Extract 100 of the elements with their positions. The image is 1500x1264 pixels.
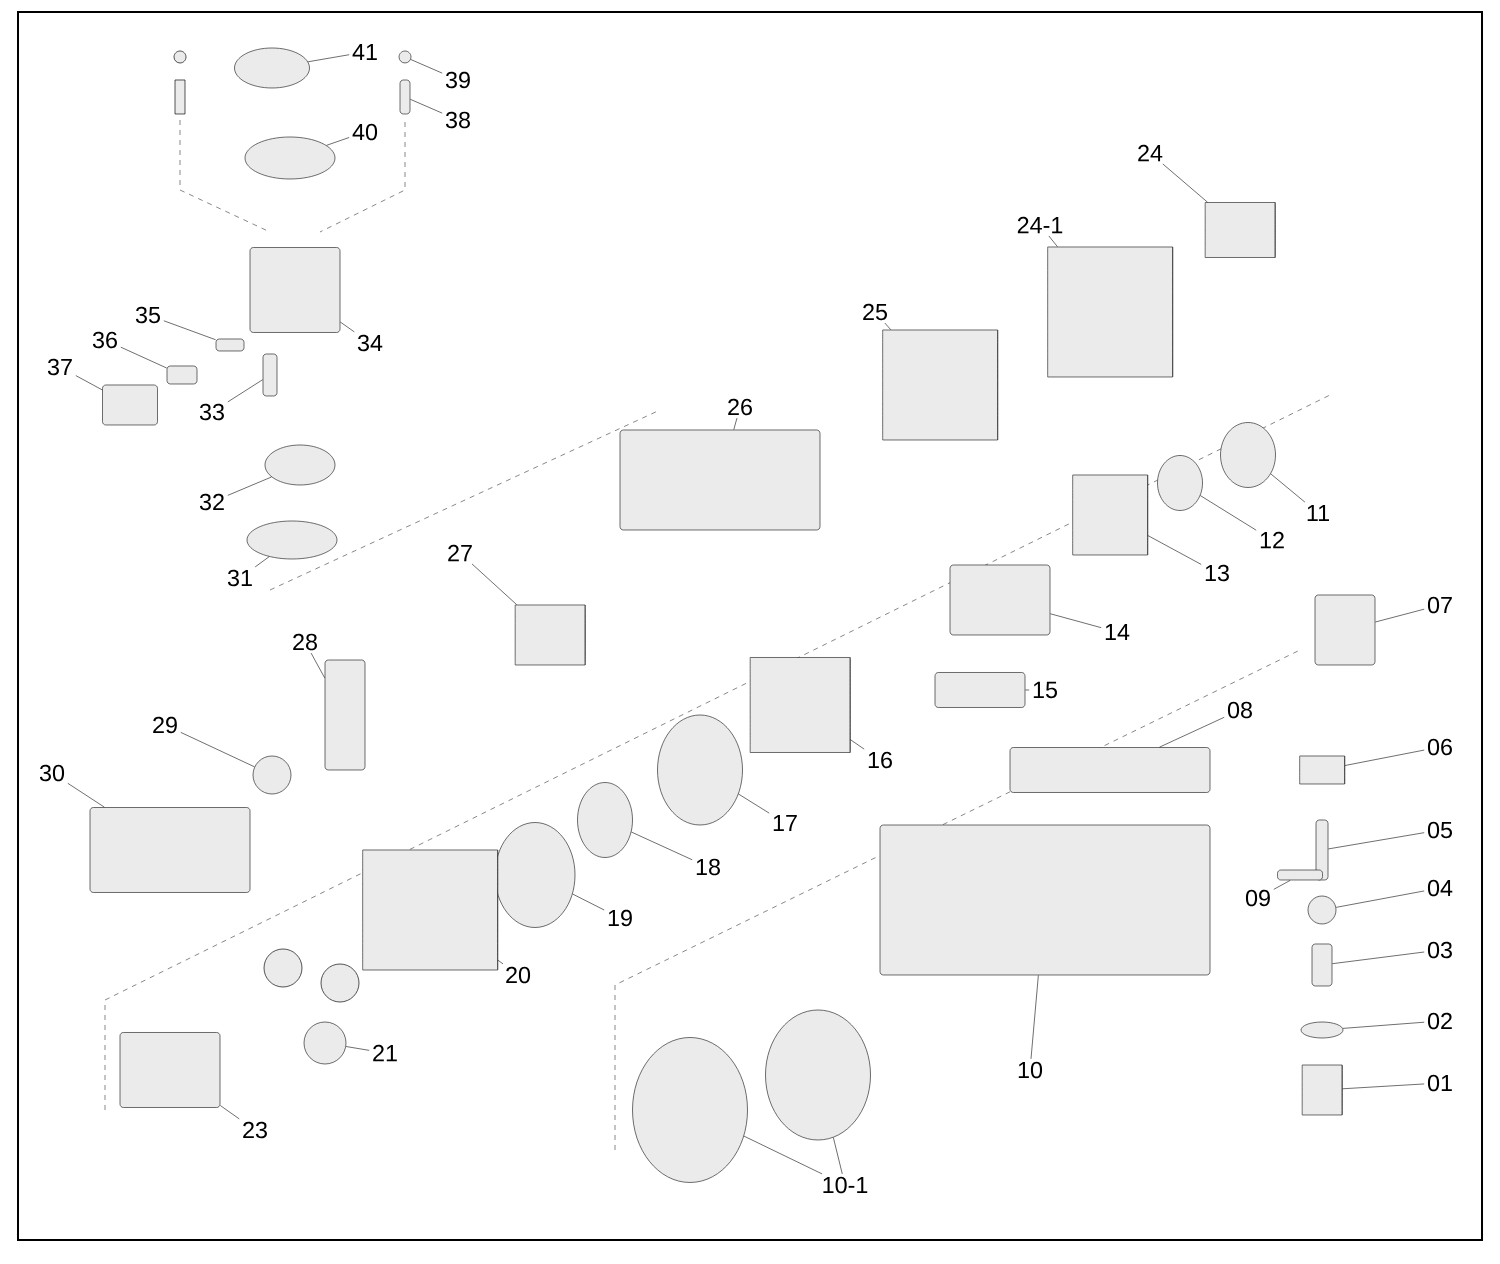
leader-line bbox=[310, 652, 325, 679]
leader-line bbox=[1342, 1021, 1425, 1029]
part-drawing bbox=[1047, 246, 1173, 378]
callout-number: 29 bbox=[149, 714, 181, 736]
leader-line bbox=[1025, 689, 1030, 691]
part-drawing bbox=[1157, 455, 1203, 511]
leader-line bbox=[67, 782, 105, 808]
leader-line bbox=[307, 54, 350, 63]
leader-line bbox=[227, 476, 272, 496]
leader-line bbox=[572, 893, 605, 911]
part-drawing bbox=[398, 50, 412, 64]
part-drawing bbox=[749, 657, 851, 753]
callout-number: 03 bbox=[1424, 939, 1456, 961]
leader-line bbox=[1328, 832, 1425, 850]
leader-line bbox=[1030, 975, 1039, 1060]
part-drawing bbox=[577, 782, 633, 858]
leader-line bbox=[743, 1135, 823, 1175]
callout-number: 35 bbox=[132, 304, 164, 326]
part-drawing bbox=[1299, 755, 1345, 785]
callout-number: 23 bbox=[239, 1119, 271, 1141]
part-drawing bbox=[262, 353, 278, 397]
callout-number: 10-1 bbox=[819, 1174, 871, 1196]
part-drawing bbox=[119, 1032, 221, 1108]
callout-number: 32 bbox=[196, 491, 228, 513]
callout-number: 11 bbox=[1303, 502, 1333, 524]
callout-number: 14 bbox=[1101, 621, 1133, 643]
part-drawing bbox=[949, 564, 1051, 636]
part-drawing bbox=[657, 714, 743, 826]
callout-number: 05 bbox=[1424, 819, 1456, 841]
leader-line bbox=[884, 322, 892, 330]
callout-number: 26 bbox=[724, 396, 756, 418]
callout-number: 04 bbox=[1424, 877, 1456, 899]
callout-number: 30 bbox=[36, 762, 68, 784]
leader-line bbox=[410, 59, 443, 74]
part-drawing bbox=[514, 604, 586, 666]
part-drawing bbox=[264, 444, 336, 486]
leader-line bbox=[75, 375, 103, 391]
part-drawing bbox=[1314, 594, 1376, 666]
part-drawing bbox=[234, 47, 310, 89]
part-drawing bbox=[1009, 747, 1211, 793]
callout-number: 40 bbox=[349, 121, 381, 143]
callout-number: 36 bbox=[89, 329, 121, 351]
part-drawing bbox=[244, 136, 336, 180]
leader-line bbox=[180, 732, 255, 768]
leader-line bbox=[1273, 880, 1291, 890]
leader-line bbox=[163, 320, 216, 341]
callout-number: 24 bbox=[1134, 142, 1166, 164]
callout-number: 16 bbox=[864, 749, 896, 771]
callout-number: 34 bbox=[354, 332, 386, 354]
leader-line bbox=[326, 137, 350, 146]
callout-number: 08 bbox=[1224, 699, 1256, 721]
callout-number: 21 bbox=[369, 1042, 401, 1064]
part-drawing bbox=[1277, 869, 1323, 881]
leader-line bbox=[1342, 1083, 1425, 1090]
callout-number: 33 bbox=[196, 401, 228, 423]
leader-line bbox=[497, 959, 504, 965]
part-drawing bbox=[1072, 474, 1148, 556]
part-drawing bbox=[1315, 819, 1329, 881]
leader-line bbox=[220, 1105, 240, 1120]
part-drawing bbox=[89, 807, 251, 893]
leader-line bbox=[733, 417, 738, 430]
part-drawing bbox=[166, 365, 198, 385]
part-drawing bbox=[252, 755, 292, 795]
part-drawing bbox=[1307, 895, 1337, 925]
callout-number: 25 bbox=[859, 301, 891, 323]
part-drawing bbox=[879, 824, 1211, 976]
callout-number: 17 bbox=[769, 812, 801, 834]
leader-line bbox=[1147, 535, 1202, 565]
callout-number: 28 bbox=[289, 631, 321, 653]
leader-line bbox=[120, 346, 167, 369]
leader-line bbox=[1375, 608, 1425, 623]
part-drawing bbox=[882, 329, 998, 441]
part-drawing bbox=[102, 384, 158, 426]
callout-number: 19 bbox=[604, 907, 636, 929]
leader-line bbox=[345, 1046, 370, 1051]
callout-number: 41 bbox=[349, 41, 381, 63]
part-drawing bbox=[934, 672, 1026, 708]
leader-line bbox=[1200, 495, 1257, 531]
leader-line bbox=[1344, 749, 1425, 766]
part-drawing bbox=[249, 247, 341, 333]
leader-line bbox=[631, 831, 693, 861]
leader-line bbox=[833, 1137, 843, 1175]
leader-line bbox=[1332, 951, 1425, 965]
leader-line bbox=[850, 739, 865, 750]
part-drawing bbox=[1311, 943, 1333, 987]
leader-line bbox=[410, 98, 443, 114]
callout-number: 06 bbox=[1424, 736, 1456, 758]
part-drawing bbox=[619, 429, 821, 531]
part-drawing bbox=[215, 338, 245, 352]
callout-number: 38 bbox=[442, 109, 474, 131]
leader-line bbox=[1335, 890, 1425, 908]
part-drawing bbox=[1301, 1064, 1343, 1116]
part-drawing bbox=[362, 849, 498, 971]
part-drawing bbox=[399, 79, 411, 115]
callout-number: 07 bbox=[1424, 594, 1456, 616]
leader-line bbox=[471, 563, 518, 605]
callout-number: 24-1 bbox=[1014, 214, 1066, 236]
leader-line bbox=[227, 379, 263, 403]
callout-number: 39 bbox=[442, 69, 474, 91]
part-drawing bbox=[632, 1037, 748, 1183]
